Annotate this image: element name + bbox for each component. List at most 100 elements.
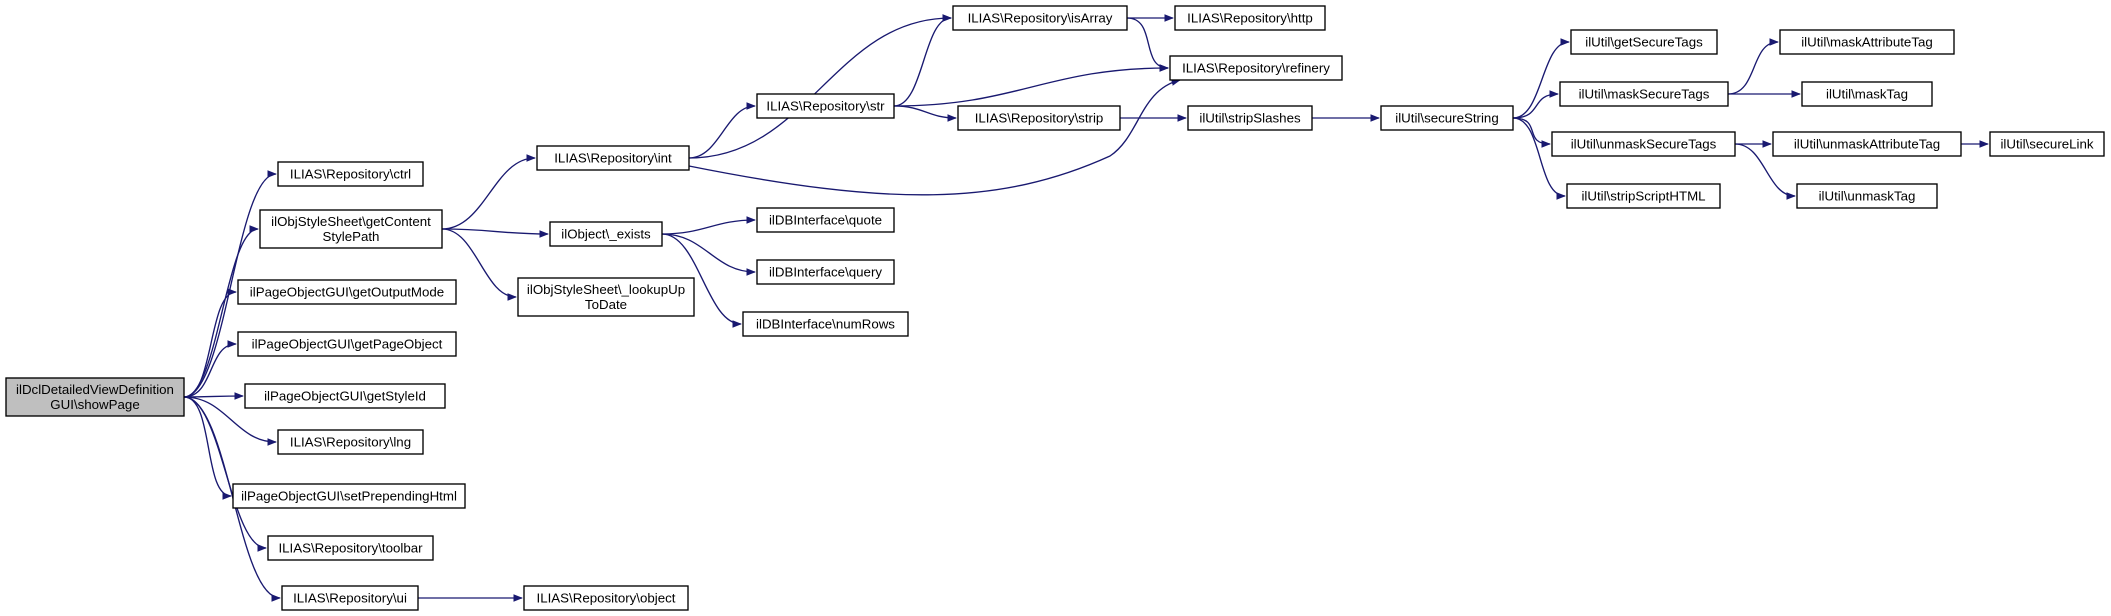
node-box[interactable] <box>756 259 895 285</box>
node-box[interactable] <box>756 93 895 119</box>
node-box[interactable] <box>536 145 690 171</box>
node-box[interactable] <box>1796 183 1938 209</box>
node-label: ILIAS\Repository\http <box>1187 11 1313 26</box>
node-box[interactable] <box>1551 131 1736 157</box>
node-ctrl[interactable]: ILIAS\Repository\ctrl <box>277 161 424 187</box>
node-label: ilUtil\unmaskTag <box>1819 189 1916 204</box>
node-label: ilPageObjectGUI\setPrependingHtml <box>241 489 457 504</box>
node-label: ilUtil\secureString <box>1395 111 1498 126</box>
node-label: ilUtil\unmaskAttributeTag <box>1794 137 1940 152</box>
node-object[interactable]: ILIAS\Repository\object <box>523 585 689 611</box>
node-box[interactable] <box>259 209 443 249</box>
edge-get-content-style-path-to-lookup-up-to-date <box>441 228 517 301</box>
node-box[interactable] <box>244 383 446 409</box>
node-get-output-mode[interactable]: ilPageObjectGUI\getOutputMode <box>237 279 457 305</box>
node-label: GUI\showPage <box>50 397 139 412</box>
node-box[interactable] <box>952 5 1128 31</box>
node-num-rows[interactable]: ilDBInterface\numRows <box>742 311 909 337</box>
node-strip-script-html[interactable]: ilUtil\stripScriptHTML <box>1566 183 1721 209</box>
node-secure-string[interactable]: ilUtil\secureString <box>1380 105 1514 131</box>
node-box[interactable] <box>957 105 1121 131</box>
node-label: ILIAS\Repository\lng <box>290 435 411 450</box>
node-str[interactable]: ILIAS\Repository\str <box>756 93 895 119</box>
edge-get-content-style-path-to-int <box>441 154 536 230</box>
node-get-secure-tags[interactable]: ilUtil\getSecureTags <box>1570 29 1718 55</box>
node-box[interactable] <box>1559 81 1729 107</box>
edge-exists-to-quote <box>661 216 756 235</box>
node-box[interactable] <box>232 483 466 509</box>
node-unmask-secure-tags[interactable]: ilUtil\unmaskSecureTags <box>1551 131 1736 157</box>
node-set-prepending-html[interactable]: ilPageObjectGUI\setPrependingHtml <box>232 483 466 509</box>
node-box[interactable] <box>1801 81 1933 107</box>
node-label: ILIAS\Repository\isArray <box>968 11 1113 26</box>
node-label: ilUtil\maskAttributeTag <box>1801 35 1933 50</box>
node-lng[interactable]: ILIAS\Repository\lng <box>277 429 424 455</box>
node-box[interactable] <box>281 585 419 611</box>
node-box[interactable] <box>237 331 457 357</box>
node-label: ilUtil\maskSecureTags <box>1579 87 1710 102</box>
node-int[interactable]: ILIAS\Repository\int <box>536 145 690 171</box>
node-mask-secure-tags[interactable]: ilUtil\maskSecureTags <box>1559 81 1729 107</box>
node-label: ToDate <box>585 297 627 312</box>
node-http[interactable]: ILIAS\Repository\http <box>1174 5 1326 31</box>
edge-is-array-to-refinery <box>1126 17 1169 72</box>
node-ui[interactable]: ILIAS\Repository\ui <box>281 585 419 611</box>
node-secure-link[interactable]: ilUtil\secureLink <box>1989 131 2105 157</box>
node-mask-attribute-tag[interactable]: ilUtil\maskAttributeTag <box>1779 29 1955 55</box>
node-label: ILIAS\Repository\refinery <box>1182 61 1330 76</box>
node-label: ilDBInterface\quote <box>769 213 882 228</box>
edge-secure-string-to-get-secure-tags <box>1512 38 1570 119</box>
edge-get-content-style-path-to-exists <box>441 228 549 238</box>
node-box[interactable] <box>742 311 909 337</box>
node-box[interactable] <box>277 161 424 187</box>
node-box[interactable] <box>549 221 663 247</box>
node-toolbar[interactable]: ILIAS\Repository\toolbar <box>267 535 434 561</box>
node-label: ILIAS\Repository\object <box>537 591 676 606</box>
node-quote[interactable]: ilDBInterface\quote <box>756 207 895 233</box>
edge-root-to-get-output-mode <box>183 288 237 398</box>
edge-root-to-toolbar <box>183 396 267 552</box>
edge-root-to-set-prepending-html <box>183 396 232 500</box>
node-box[interactable] <box>1187 105 1313 131</box>
node-box[interactable] <box>277 429 424 455</box>
node-label: ilObject\_exists <box>561 227 651 242</box>
node-box[interactable] <box>517 277 695 317</box>
node-box[interactable] <box>1566 183 1721 209</box>
node-unmask-attribute-tag[interactable]: ilUtil\unmaskAttributeTag <box>1772 131 1962 157</box>
node-label: ILIAS\Repository\ui <box>293 591 407 606</box>
node-box[interactable] <box>1570 29 1718 55</box>
node-query[interactable]: ilDBInterface\query <box>756 259 895 285</box>
node-box[interactable] <box>1989 131 2105 157</box>
node-box[interactable] <box>1779 29 1955 55</box>
node-box[interactable] <box>1169 55 1343 81</box>
node-label: StylePath <box>323 229 380 244</box>
node-mask-tag[interactable]: ilUtil\maskTag <box>1801 81 1933 107</box>
node-box[interactable] <box>756 207 895 233</box>
node-box[interactable] <box>267 535 434 561</box>
node-unmask-tag[interactable]: ilUtil\unmaskTag <box>1796 183 1938 209</box>
node-get-page-object[interactable]: ilPageObjectGUI\getPageObject <box>237 331 457 357</box>
edge-secure-string-to-mask-secure-tags <box>1512 90 1559 119</box>
node-exists[interactable]: ilObject\_exists <box>549 221 663 247</box>
edge-secure-string-to-unmask-secure-tags <box>1512 117 1551 148</box>
node-label: ilUtil\stripSlashes <box>1199 111 1301 126</box>
node-refinery[interactable]: ILIAS\Repository\refinery <box>1169 55 1343 81</box>
node-strip[interactable]: ILIAS\Repository\strip <box>957 105 1121 131</box>
edge-int-to-is-array <box>688 14 952 159</box>
node-box[interactable] <box>1174 5 1326 31</box>
node-is-array[interactable]: ILIAS\Repository\isArray <box>952 5 1128 31</box>
node-box[interactable] <box>523 585 689 611</box>
edge-root-to-get-content-style-path <box>183 225 259 398</box>
node-box[interactable] <box>237 279 457 305</box>
node-box[interactable] <box>1772 131 1962 157</box>
node-label: ilUtil\maskTag <box>1826 87 1908 102</box>
node-label: ilObjStyleSheet\getContent <box>271 214 431 229</box>
node-box[interactable] <box>5 377 185 417</box>
node-get-style-id[interactable]: ilPageObjectGUI\getStyleId <box>244 383 446 409</box>
node-label: ilUtil\unmaskSecureTags <box>1571 137 1717 152</box>
node-box[interactable] <box>1380 105 1514 131</box>
node-strip-slashes[interactable]: ilUtil\stripSlashes <box>1187 105 1313 131</box>
